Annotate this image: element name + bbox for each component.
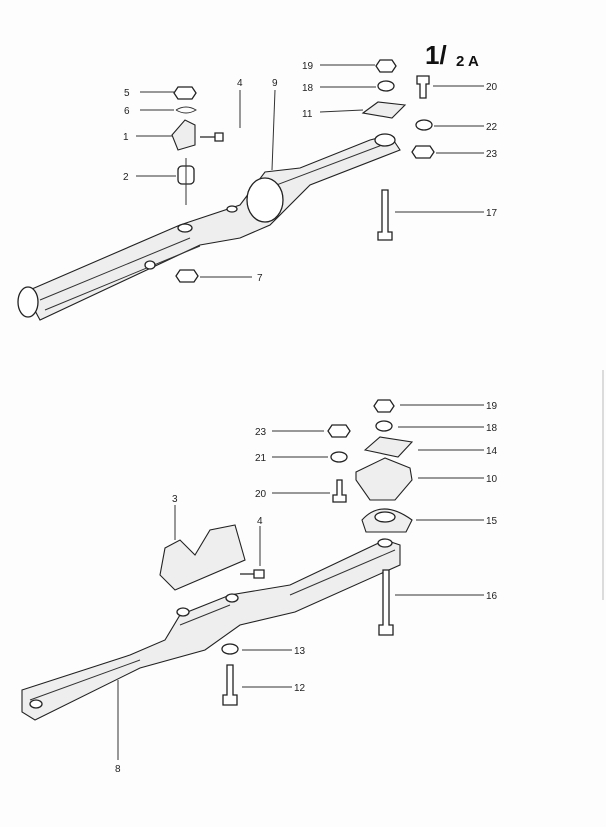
plate-14-icon [363,436,414,458]
part-label: 22 [486,122,498,133]
part-label: 10 [486,474,498,485]
part-label: 15 [486,516,498,527]
part-label: 19 [302,61,314,72]
nut-7-icon [175,269,199,283]
part-label: 20 [486,82,498,93]
bracket-1-icon [171,119,196,151]
plate-11-icon [361,101,407,119]
bolt-4-icon [240,569,265,579]
upper-small-parts [171,59,435,283]
bolt-17-icon [377,189,393,241]
part-label: 19 [486,401,498,412]
part-label: 13 [294,646,306,657]
title-main: 1/ [425,40,447,70]
nut-19-icon [373,399,395,413]
bracket-3-icon [159,524,246,591]
lower-part-labels: 19 18 14 10 15 16 23 21 20 3 4 13 12 8 [115,401,498,775]
lower-leader-lines [117,404,484,760]
washer-21-icon [330,451,348,463]
upper-leader-lines [136,64,484,278]
part-label: 1 [123,132,129,143]
part-label: 12 [294,683,306,694]
page-title: 1/ 2 A [425,40,479,70]
part-label: 21 [255,453,267,464]
part-label: 7 [257,273,263,284]
bolt-20-icon [332,479,347,503]
washer-22-icon [415,119,433,131]
bolt-4-icon [200,132,224,142]
title-sub: 2 A [456,53,479,70]
part-label: 11 [302,109,313,120]
part-label: 9 [272,78,278,89]
washer-13-icon [221,643,239,655]
upper-crossmember [17,133,401,321]
part-label: 23 [486,149,498,160]
part-label: 18 [302,83,314,94]
washer-18-icon [377,80,395,92]
part-label: 3 [172,494,178,505]
part-label: 2 [123,172,129,183]
nut-5-icon [173,86,197,100]
part-label: 20 [255,489,267,500]
part-label: 6 [124,106,130,117]
part-label: 5 [124,88,130,99]
washer-18-icon [375,420,393,432]
lower-crossmember [21,538,401,721]
part-label: 16 [486,591,498,602]
nut-19-icon [375,59,397,73]
part-label: 23 [255,427,267,438]
bolt-20-icon [416,75,430,99]
bolt-12-icon [222,664,238,706]
part-label: 8 [115,764,121,775]
part-label: 4 [237,78,243,89]
part-label: 14 [486,446,498,457]
spring-washer-6-icon [175,106,197,114]
nut-23-icon [327,424,351,438]
bolt-16-icon [378,569,394,636]
mount-10-icon [355,457,413,501]
lower-small-parts [159,399,414,706]
part-label: 17 [486,208,498,219]
upper-part-labels: 5 6 1 2 4 9 7 19 18 11 20 22 23 17 [123,61,498,284]
nut-23-icon [411,145,435,159]
part-label: 18 [486,423,498,434]
part-label: 4 [257,516,263,527]
